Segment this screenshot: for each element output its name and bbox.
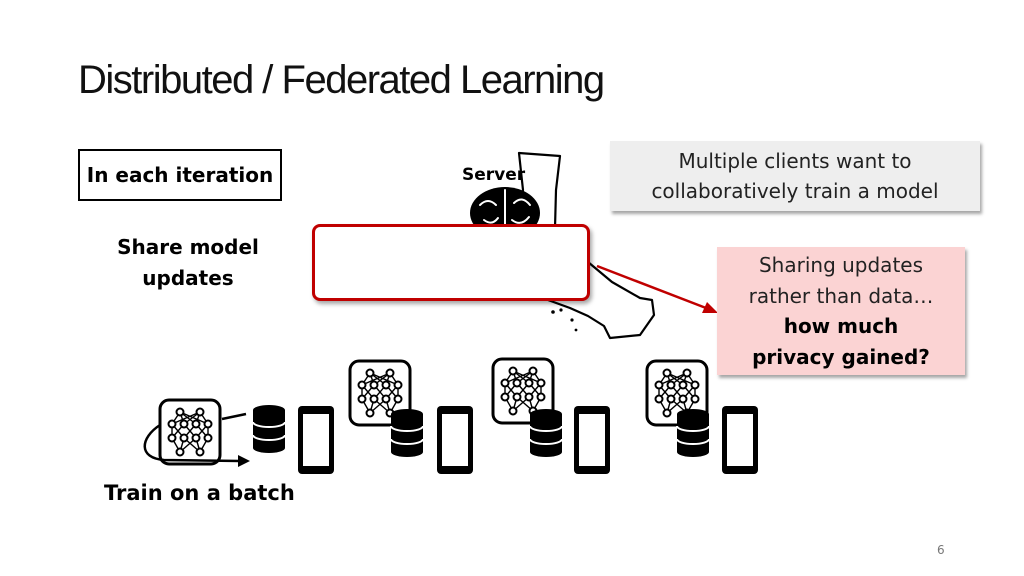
smartphone-icon: [722, 406, 758, 474]
california-islands: [551, 308, 578, 332]
iteration-label: In each iteration: [86, 163, 274, 187]
database-icon: [676, 408, 710, 458]
train-batch-label: Train on a batch: [104, 481, 295, 505]
database-icon: [529, 408, 563, 458]
smartphone-icon: [437, 406, 473, 474]
smartphone-icon: [574, 406, 610, 474]
slide-title: Distributed / Federated Learning: [78, 58, 605, 102]
page-number: 6: [937, 543, 945, 557]
clients-callout: Multiple clients want to collaboratively…: [610, 141, 980, 211]
server-label: Server: [462, 165, 526, 185]
iteration-box: In each iteration: [78, 149, 282, 201]
model-update-box: [312, 224, 590, 301]
privacy-callout-line-2: rather than data…: [748, 283, 934, 308]
training-loop-arrow-icon: [143, 412, 250, 467]
clients-callout-line-2: collaboratively train a model: [651, 179, 939, 203]
database-icon: [390, 408, 424, 458]
local-neural-network-icon: [158, 398, 222, 466]
privacy-callout: Sharing updates rather than data… how mu…: [717, 247, 965, 375]
share-line-1: Share model: [117, 235, 259, 259]
privacy-callout-line-3: how much: [783, 314, 899, 338]
share-updates-label: Share model updates: [96, 232, 280, 294]
privacy-callout-line-1: Sharing updates: [758, 253, 924, 277]
database-icon: [252, 404, 286, 454]
arrow-icon: [596, 264, 718, 313]
share-line-2: updates: [142, 266, 234, 290]
smartphone-icon: [298, 406, 334, 474]
privacy-callout-line-4: privacy gained?: [752, 344, 930, 369]
clients-callout-line-1: Multiple clients want to: [678, 149, 912, 173]
